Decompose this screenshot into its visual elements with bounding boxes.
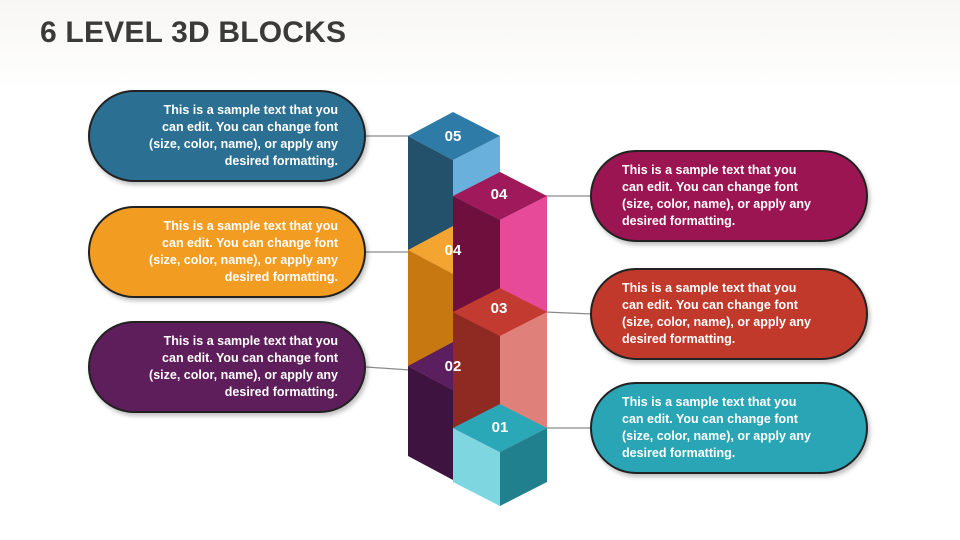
page-title: 6 LEVEL 3D BLOCKS	[40, 16, 347, 49]
connector-lines	[362, 135, 593, 429]
pill-text-04-left: This is a sample text that you can edit.…	[149, 219, 338, 284]
pill-text-03: This is a sample text that you can edit.…	[622, 281, 811, 346]
connector-line-02	[365, 366, 411, 371]
block-label-01: 01	[492, 419, 509, 436]
block-label-04-right: 04	[491, 186, 508, 203]
pill-text-05: This is a sample text that you can edit.…	[149, 103, 338, 168]
text-pill-03[interactable]: This is a sample text that you can edit.…	[590, 268, 868, 360]
block-label-02: 02	[445, 358, 462, 375]
block-label-03: 03	[491, 300, 508, 317]
block-01	[453, 404, 547, 506]
text-pill-01[interactable]: This is a sample text that you can edit.…	[590, 382, 868, 474]
text-pill-04-left[interactable]: This is a sample text that you can edit.…	[88, 206, 366, 298]
text-pill-02[interactable]: This is a sample text that you can edit.…	[88, 321, 366, 413]
text-pill-05[interactable]: This is a sample text that you can edit.…	[88, 90, 366, 182]
pill-text-04-right: This is a sample text that you can edit.…	[622, 163, 811, 228]
block-label-04-left: 04	[445, 242, 462, 259]
pill-text-02: This is a sample text that you can edit.…	[149, 334, 338, 399]
pill-text-01: This is a sample text that you can edit.…	[622, 395, 811, 460]
text-pill-04-right[interactable]: This is a sample text that you can edit.…	[590, 150, 868, 242]
connector-line-03	[544, 311, 593, 315]
block-label-05: 05	[445, 128, 462, 145]
